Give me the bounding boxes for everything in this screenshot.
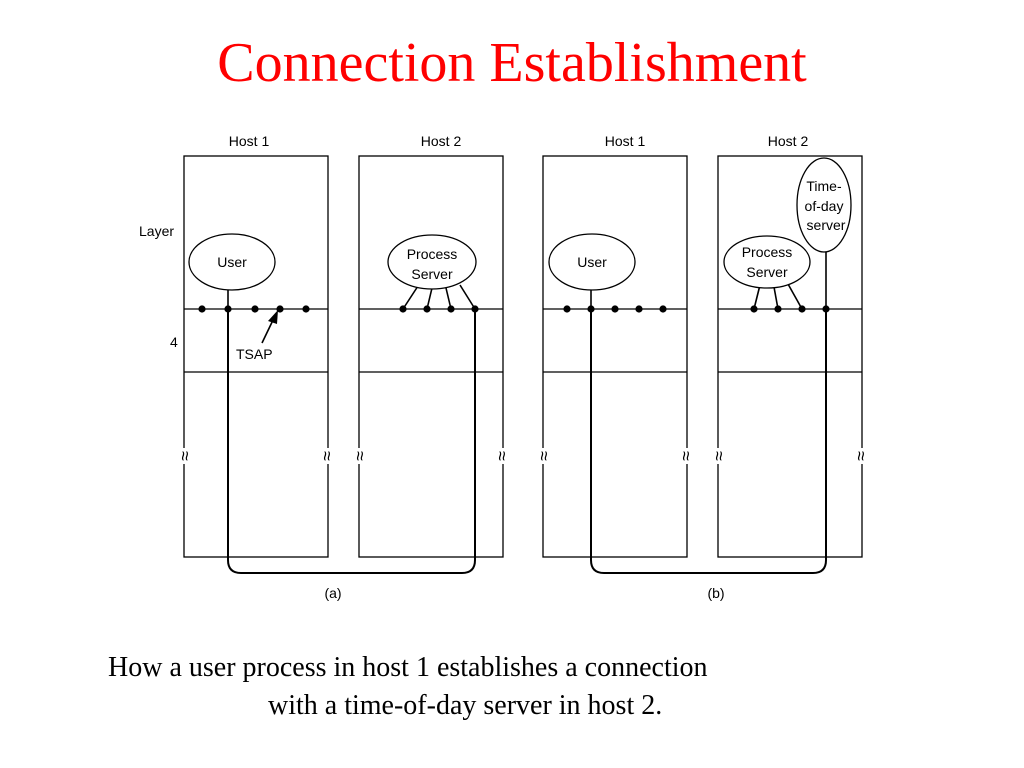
panel-b-server-line — [773, 286, 779, 310]
panel-b-connection-line — [590, 309, 827, 574]
panel-b-process-label: Process — [742, 244, 793, 260]
tsap-dot — [447, 305, 455, 313]
panel-b-host2-label: Host 2 — [768, 133, 809, 149]
panel-b-label: (b) — [707, 585, 724, 601]
panel-b-tod-label-1: Time- — [806, 178, 842, 194]
tsap-dot — [659, 305, 667, 313]
panel-b-user-label: User — [577, 254, 607, 270]
tsap-dot — [635, 305, 643, 313]
panel-a-server-line — [459, 284, 476, 310]
panel-b-user-ellipse — [548, 233, 636, 291]
break-symbol: ≈ — [492, 451, 512, 461]
panel-a-host2-label: Host 2 — [421, 133, 462, 149]
tsap-dot — [276, 305, 284, 313]
tsap-dot — [822, 305, 830, 313]
tsap-dot — [587, 305, 595, 313]
panel-a-host1-box — [183, 155, 329, 558]
panel-b-tod-label-2: of-day — [805, 198, 844, 214]
tsap-dot — [471, 305, 479, 313]
tsap-dot — [423, 305, 431, 313]
panel-b-server-label: Server — [746, 264, 788, 280]
panel-a-host1-label: Host 1 — [229, 133, 270, 149]
tsap-dot — [774, 305, 782, 313]
panel-a-process-server-ellipse — [387, 234, 477, 290]
break-symbol: ≈ — [317, 451, 337, 461]
tsap-dot — [798, 305, 806, 313]
tsap-label: TSAP — [236, 346, 273, 362]
break-symbol: ≈ — [534, 451, 554, 461]
panel-a-server-line — [402, 285, 419, 310]
panel-b-host1-label: Host 1 — [605, 133, 646, 149]
panel-a-process-label: Process — [407, 246, 458, 262]
caption-line-1: How a user process in host 1 establishes… — [108, 652, 708, 683]
panel-b-host1-box — [542, 155, 688, 558]
tsap-dot — [198, 305, 206, 313]
break-symbol: ≈ — [676, 451, 696, 461]
panel-a-server-label: Server — [411, 266, 453, 282]
tsap-dot — [302, 305, 310, 313]
tsap-dot — [563, 305, 571, 313]
layer-number: 4 — [170, 334, 178, 350]
panel-a-user-ellipse — [188, 233, 276, 291]
caption-line-2: with a time-of-day server in host 2. — [268, 690, 663, 721]
break-symbol: ≈ — [851, 451, 871, 461]
tsap-dot — [251, 305, 259, 313]
panel-a-connection-line — [227, 309, 476, 574]
panel-a-label: (a) — [324, 585, 341, 601]
break-symbol: ≈ — [175, 451, 195, 461]
layer-label: Layer — [139, 223, 174, 239]
break-symbol: ≈ — [709, 451, 729, 461]
panel-a-host2-box — [358, 155, 504, 558]
tsap-dot — [399, 305, 407, 313]
panel-b-tod-server-ellipse — [796, 157, 852, 253]
panel-b-process-server-ellipse — [723, 235, 811, 289]
tsap-arrow-head — [268, 310, 278, 324]
panel-b-host2-box — [717, 155, 863, 558]
tsap-dot — [750, 305, 758, 313]
tsap-dot — [611, 305, 619, 313]
panel-a-user-label: User — [217, 254, 247, 270]
break-marks: ≈ ≈ ≈ ≈ ≈ ≈ ≈ ≈ — [175, 448, 871, 464]
break-symbol: ≈ — [350, 451, 370, 461]
panel-b-server-line — [787, 283, 803, 310]
panel-b-tod-label-3: server — [807, 217, 846, 233]
connection-diagram: ≈ ≈ ≈ ≈ ≈ ≈ ≈ ≈ — [139, 133, 871, 601]
panel-b-server-line — [753, 284, 761, 310]
slide-title: Connection Establishment — [217, 32, 807, 94]
tsap-dot — [224, 305, 232, 313]
